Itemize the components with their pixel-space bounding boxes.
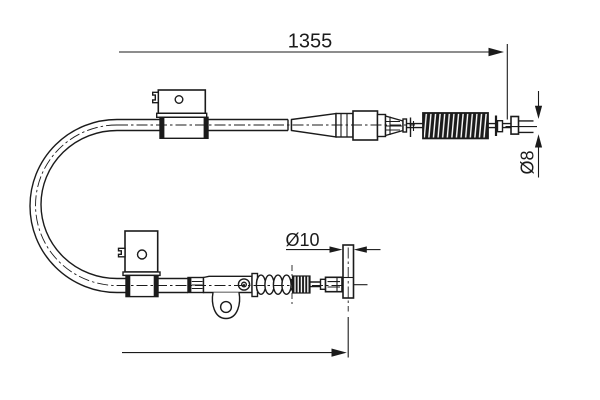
bolt-hole — [136, 249, 148, 260]
abutment-diameter-label: Ø10 — [285, 230, 319, 250]
dimension-baseline-bottom — [122, 317, 349, 358]
cable-end — [518, 120, 534, 134]
arrow-right-icon — [331, 348, 347, 357]
u-bend-inner — [40, 129, 118, 280]
dimension-overall-length: 1355 — [119, 31, 508, 120]
coil-spring — [422, 112, 489, 140]
end-cylinder — [352, 110, 379, 141]
arrow-right-icon — [329, 246, 343, 253]
bolt-hole — [174, 94, 184, 104]
clevis-body — [324, 276, 343, 293]
grommet-sleeve — [125, 274, 159, 298]
lobe-hole — [219, 300, 233, 314]
bellows-boot — [251, 272, 292, 298]
dimension-diameter-10: Ø10 — [285, 230, 381, 253]
ribbed-coupling — [291, 275, 311, 294]
end-cap — [510, 115, 520, 135]
upper-mounting-bracket — [152, 89, 209, 140]
adjuster-bracket — [187, 275, 253, 320]
lower-mounting-bracket — [117, 230, 161, 298]
bracket-tab — [152, 91, 159, 104]
conduit-end-fitting — [290, 110, 423, 141]
arrow-up-icon — [534, 134, 543, 148]
cable-conduit — [29, 118, 293, 294]
arrow-left-icon — [353, 246, 367, 253]
rod — [310, 281, 321, 288]
step-collar — [376, 113, 387, 138]
abutment-bushing — [342, 244, 368, 299]
return-spring-assembly — [422, 112, 537, 140]
clevis-end — [310, 276, 343, 293]
grommet-sleeve — [159, 116, 209, 140]
arrow-down-icon — [534, 105, 543, 119]
arrow-right-icon — [488, 47, 504, 57]
inner-cable-rod — [406, 122, 423, 129]
dimension-diameter-8: Ø8 — [518, 91, 543, 178]
cable-end-diameter-label: Ø8 — [518, 150, 538, 174]
bracket-tab — [117, 247, 126, 258]
u-bend-outer — [29, 118, 118, 294]
overall-length-label: 1355 — [288, 31, 333, 53]
